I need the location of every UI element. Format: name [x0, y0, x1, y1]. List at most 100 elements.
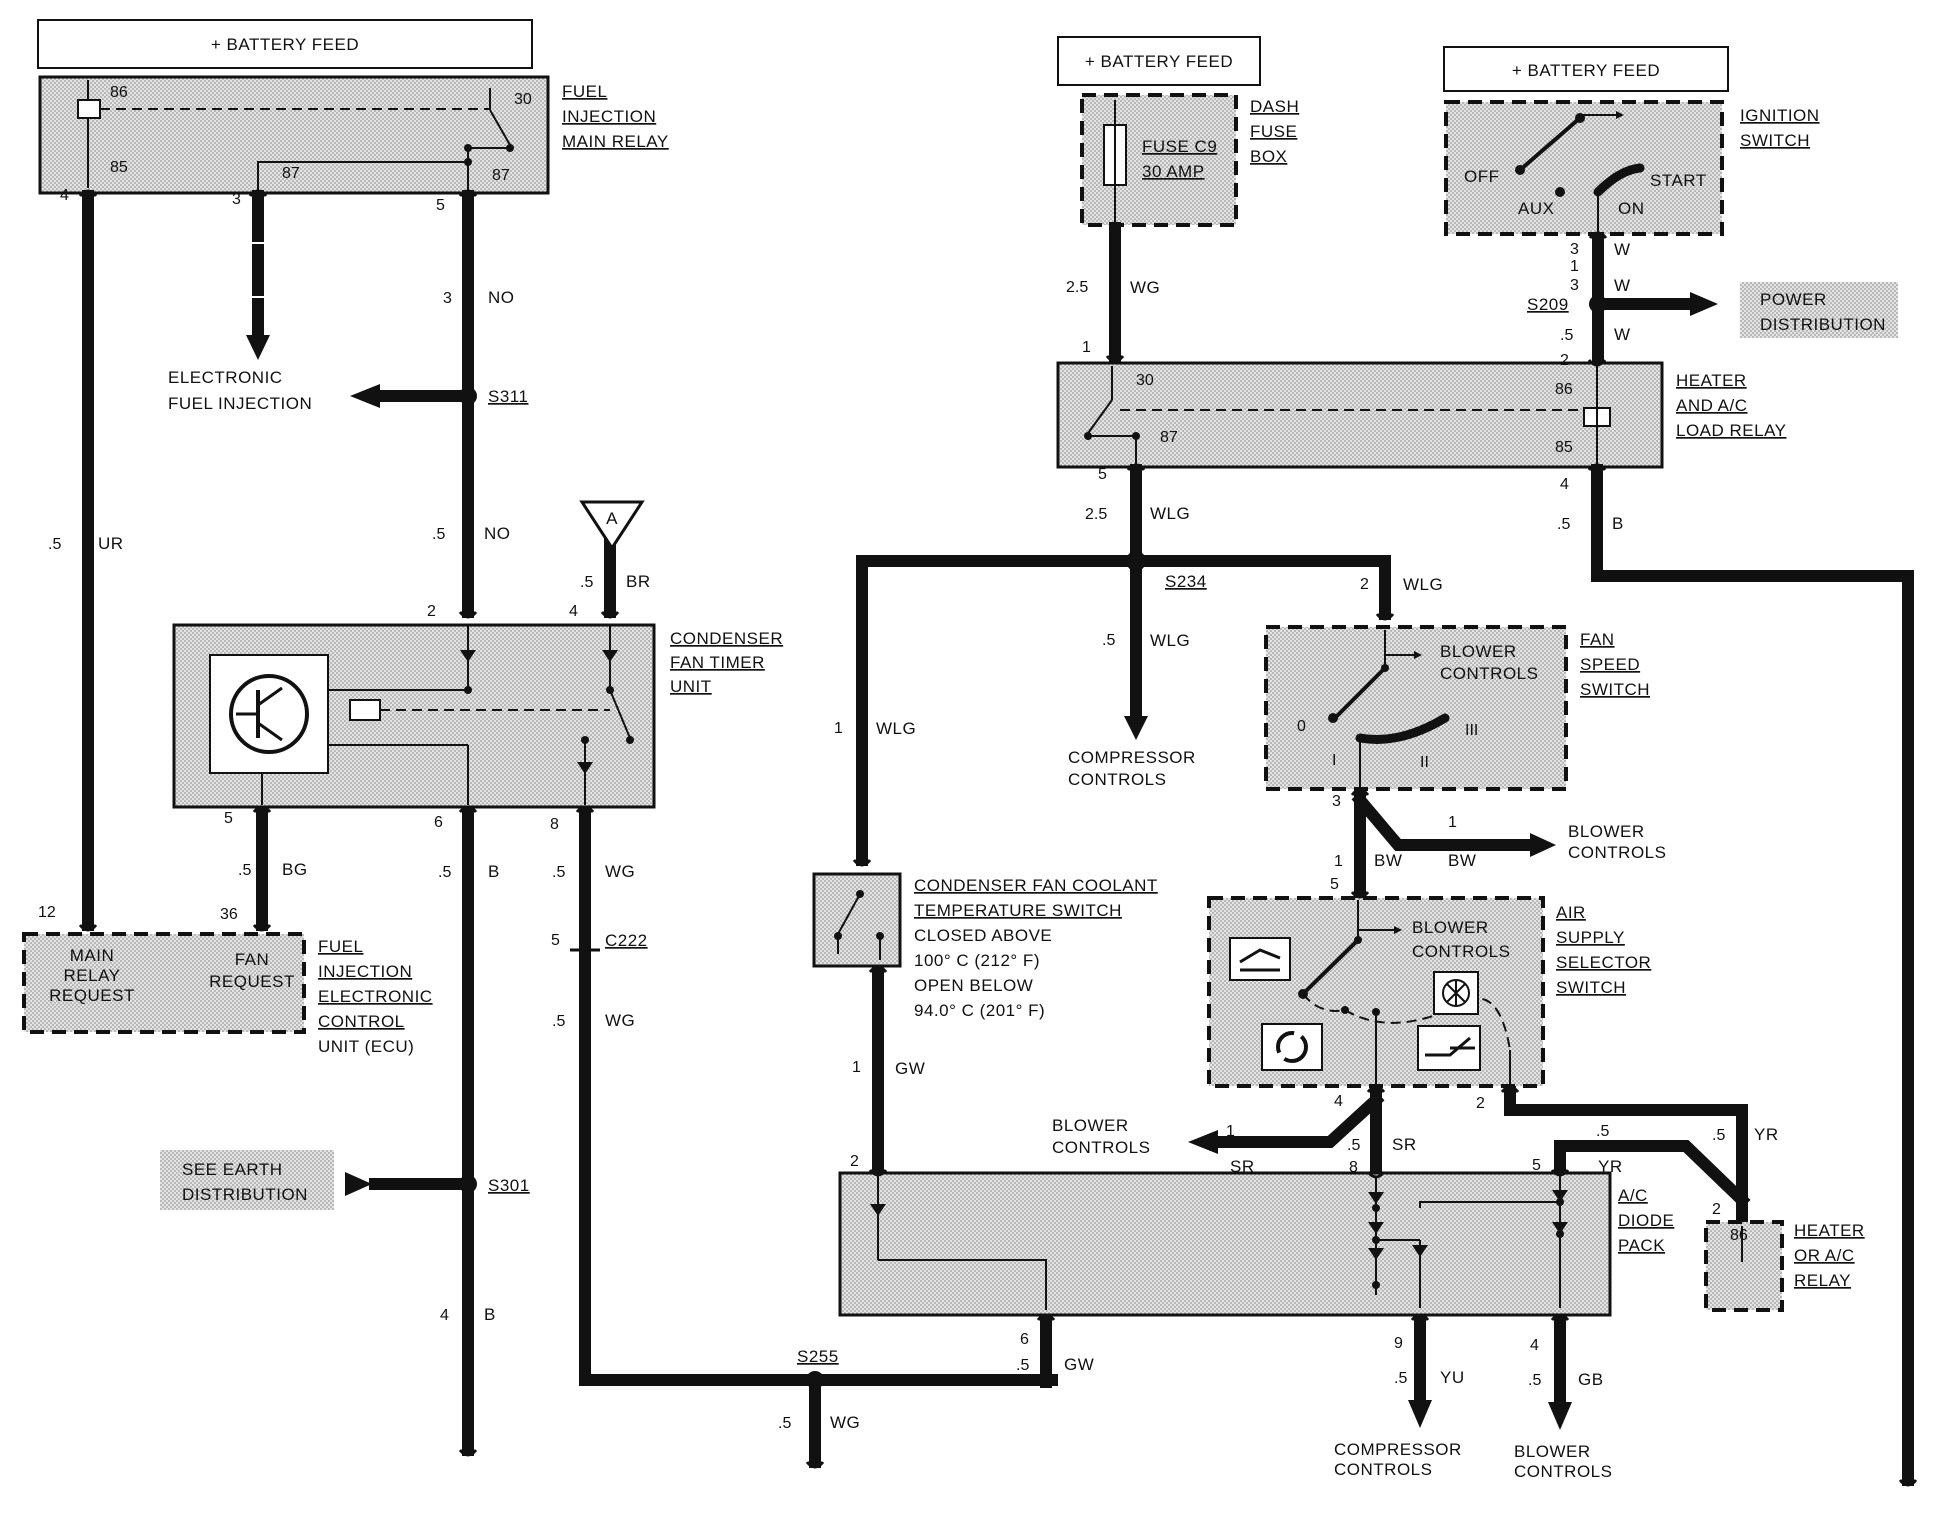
fuel-injection-main-relay: 86 85 30 87 87: [38, 75, 550, 195]
svg-text:DISTRIBUTION: DISTRIBUTION: [1760, 315, 1886, 334]
svg-text:BLOWER: BLOWER: [1412, 918, 1489, 937]
wire-wlg-right: [1130, 555, 1391, 620]
svg-text:3: 3: [1332, 793, 1341, 810]
svg-text:3: 3: [232, 191, 241, 208]
svg-text:SPEED: SPEED: [1580, 655, 1640, 674]
svg-text:87: 87: [1160, 429, 1178, 446]
fan-speed-switch: BLOWER CONTROLS 0 I II III: [1264, 625, 1568, 791]
svg-text:A/C: A/C: [1618, 1186, 1648, 1205]
svg-text:CONTROL: CONTROL: [318, 1012, 405, 1031]
svg-text:+ BATTERY FEED: + BATTERY FEED: [211, 35, 359, 54]
svg-text:+ BATTERY FEED: + BATTERY FEED: [1512, 61, 1660, 80]
relay-label: FUEL INJECTION MAIN RELAY: [562, 82, 668, 151]
svg-text:FUEL: FUEL: [562, 82, 607, 101]
svg-text:ELECTRONIC: ELECTRONIC: [168, 368, 283, 387]
svg-text:AND A/C: AND A/C: [1676, 396, 1748, 415]
svg-text:HEATER: HEATER: [1794, 1221, 1865, 1240]
load-relay-label: HEATER AND A/C LOAD RELAY: [1676, 371, 1787, 440]
svg-text:REQUEST: REQUEST: [209, 972, 295, 991]
wire-bw-out: [1351, 791, 1536, 851]
svg-text:1: 1: [1448, 814, 1457, 831]
svg-text:CONTROLS: CONTROLS: [1412, 942, 1510, 961]
svg-text:BW: BW: [1374, 851, 1402, 870]
svg-text:3: 3: [1570, 277, 1579, 294]
svg-text:CONTROLS: CONTROLS: [1440, 664, 1538, 683]
svg-text:.5: .5: [1016, 1357, 1029, 1374]
svg-text:CONTROLS: CONTROLS: [1334, 1460, 1432, 1479]
arrow-efi-down: [246, 335, 270, 360]
svg-text:1: 1: [852, 1059, 861, 1076]
svg-text:BG: BG: [282, 860, 308, 879]
svg-text:4: 4: [569, 603, 578, 620]
svg-text:.5: .5: [432, 526, 445, 543]
svg-text:CONTROLS: CONTROLS: [1052, 1138, 1150, 1157]
svg-text:FAN: FAN: [235, 950, 270, 969]
svg-text:0: 0: [1297, 718, 1306, 735]
svg-text:8: 8: [550, 816, 559, 833]
svg-text:RELAY: RELAY: [1794, 1271, 1851, 1290]
svg-text:RELAY: RELAY: [64, 966, 121, 985]
svg-text:CONTROLS: CONTROLS: [1068, 770, 1166, 789]
svg-text:5: 5: [1330, 876, 1339, 893]
svg-text:OPEN BELOW: OPEN BELOW: [914, 976, 1033, 995]
svg-text:GW: GW: [895, 1059, 925, 1078]
svg-text:UNIT (ECU): UNIT (ECU): [318, 1037, 414, 1056]
svg-text:.5: .5: [552, 1013, 565, 1030]
svg-text:LOAD RELAY: LOAD RELAY: [1676, 421, 1787, 440]
svg-text:1: 1: [1082, 339, 1091, 356]
wire-wg: [579, 806, 818, 1386]
ac-diode-pack: [838, 1171, 1612, 1317]
svg-text:.5: .5: [1557, 516, 1570, 533]
svg-text:DASH: DASH: [1250, 97, 1299, 116]
svg-text:.5: .5: [778, 1415, 791, 1432]
svg-text:2: 2: [1712, 1201, 1721, 1218]
arrow-compressor2: [1408, 1400, 1432, 1428]
svg-text:B: B: [1612, 514, 1624, 533]
svg-text:SWITCH: SWITCH: [1740, 131, 1810, 150]
svg-text:W: W: [1614, 325, 1631, 344]
svg-text:WLG: WLG: [876, 719, 916, 738]
svg-text:REQUEST: REQUEST: [49, 986, 135, 1005]
svg-text:WG: WG: [605, 1011, 635, 1030]
svg-text:W: W: [1614, 240, 1631, 259]
svg-text:2: 2: [427, 603, 436, 620]
svg-text:SUPPLY: SUPPLY: [1556, 928, 1625, 947]
svg-text:.5: .5: [1394, 1370, 1407, 1387]
svg-text:1: 1: [1334, 853, 1343, 870]
svg-text:BW: BW: [1448, 851, 1476, 870]
fan-speed-label: FAN SPEED SWITCH: [1580, 630, 1650, 699]
svg-text:12: 12: [38, 904, 56, 921]
svg-text:BLOWER: BLOWER: [1052, 1116, 1129, 1135]
svg-text:8: 8: [1349, 1159, 1358, 1176]
svg-text:1: 1: [1570, 258, 1579, 275]
svg-text:II: II: [1420, 754, 1429, 771]
svg-text:94.0° C (201° F): 94.0° C (201° F): [914, 1001, 1045, 1020]
svg-text:2.5: 2.5: [1066, 279, 1088, 296]
svg-text:GW: GW: [1064, 1355, 1094, 1374]
svg-text:BOX: BOX: [1250, 147, 1287, 166]
svg-text:BLOWER: BLOWER: [1514, 1442, 1591, 1461]
svg-text:4: 4: [1560, 476, 1569, 493]
ignition-switch: OFF AUX ON START: [1444, 100, 1724, 236]
arrow-compressor: [1124, 716, 1148, 740]
svg-text:2: 2: [1360, 576, 1369, 593]
svg-text:BLOWER: BLOWER: [1440, 642, 1517, 661]
svg-text:3: 3: [1570, 241, 1579, 258]
svg-text:30: 30: [1136, 372, 1154, 389]
wire-b-right: [1591, 464, 1914, 1486]
svg-text:4: 4: [1334, 1093, 1343, 1110]
earth-distribution-box: SEE EARTH DISTRIBUTION: [160, 1150, 334, 1210]
svg-text:30 AMP: 30 AMP: [1142, 162, 1205, 181]
svg-text:ELECTRONIC: ELECTRONIC: [318, 987, 433, 1006]
svg-text:I: I: [1332, 752, 1336, 769]
arrow-blower2: [1548, 1402, 1572, 1430]
svg-text:3: 3: [443, 290, 452, 307]
svg-text:6: 6: [1020, 1331, 1029, 1348]
svg-text:B: B: [488, 862, 500, 881]
svg-text:.5: .5: [1102, 632, 1115, 649]
svg-text:FUSE: FUSE: [1250, 122, 1297, 141]
svg-text:WG: WG: [605, 862, 635, 881]
svg-text:5: 5: [551, 932, 560, 949]
svg-text:.5: .5: [438, 864, 451, 881]
svg-text:.5: .5: [580, 574, 593, 591]
